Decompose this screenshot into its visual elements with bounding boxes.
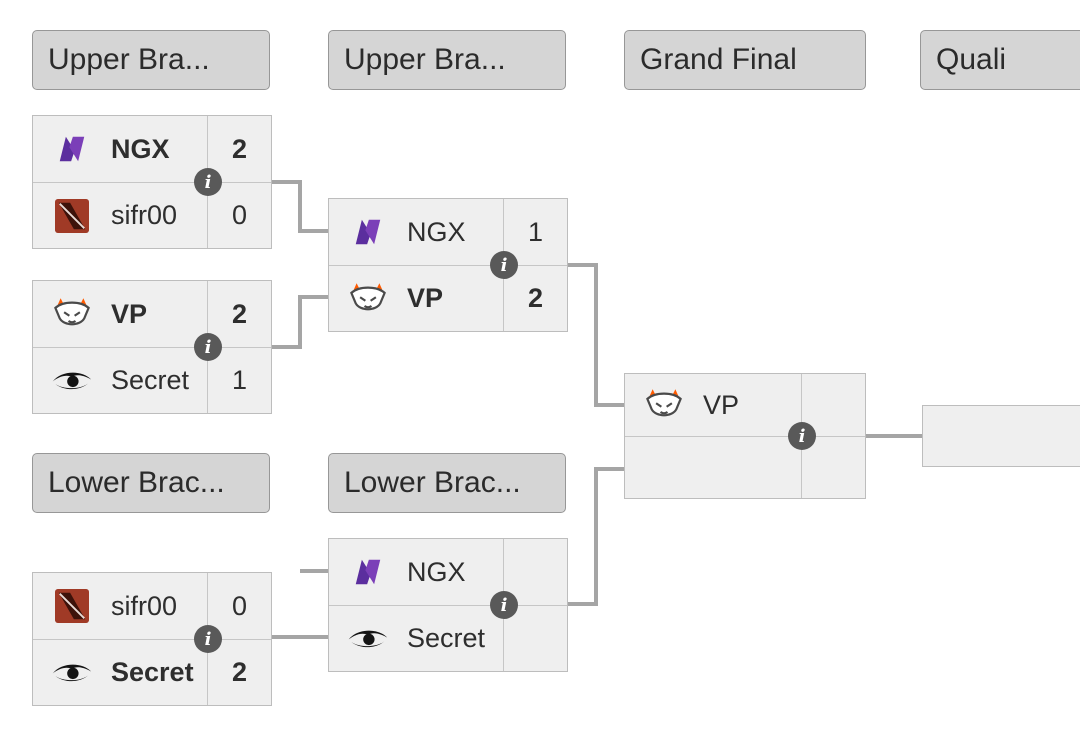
- team-score: [801, 437, 865, 498]
- team-row: [625, 436, 865, 498]
- team-name[interactable]: VP: [111, 298, 148, 329]
- bracket-connector: [594, 467, 598, 606]
- team-name[interactable]: sifr00: [111, 200, 178, 230]
- bracket-connector: [594, 467, 624, 471]
- bracket-connector: [298, 295, 328, 299]
- bracket-connector: [298, 229, 328, 233]
- vp-logo-icon[interactable]: [43, 281, 101, 347]
- team-name[interactable]: sifr00: [111, 590, 178, 621]
- round-header-grand-final: Grand Final: [624, 30, 866, 90]
- vp-logo-icon[interactable]: [635, 374, 693, 436]
- team-row: NGX 2: [33, 116, 271, 182]
- secret-logo-icon[interactable]: [43, 348, 101, 413]
- bracket-connector: [594, 263, 598, 407]
- bracket-connector: [298, 180, 302, 233]
- team-score: 0: [207, 183, 271, 248]
- team-row: VP 2: [33, 281, 271, 347]
- ngx-logo-icon[interactable]: [339, 539, 397, 605]
- bracket-connector: [568, 602, 598, 606]
- team-row: Secret 2: [33, 639, 271, 705]
- team-score: [503, 606, 567, 671]
- team-score: 2: [207, 640, 271, 705]
- bracket-connector: [272, 180, 302, 184]
- team-name[interactable]: VP: [703, 389, 740, 420]
- secret-logo-icon[interactable]: [339, 606, 397, 671]
- team-row: VP: [625, 374, 865, 436]
- team-name[interactable]: NGX: [111, 133, 170, 164]
- match-grand-final: VP i: [624, 373, 866, 499]
- dota2-logo-icon[interactable]: [43, 183, 101, 248]
- match-upper-final: NGX 1 VP 2 i: [328, 198, 568, 332]
- ngx-logo-icon[interactable]: [339, 199, 397, 265]
- team-score: [503, 539, 567, 605]
- team-score: 2: [503, 266, 567, 331]
- match-info-button[interactable]: i: [194, 168, 222, 196]
- team-score: 1: [503, 199, 567, 265]
- team-score: 1: [207, 348, 271, 413]
- bracket-connector: [568, 263, 598, 267]
- bracket-connector: [594, 403, 624, 407]
- match-upper-semifinal-1: NGX 2 sifr00 0 i: [32, 115, 272, 249]
- ngx-logo-icon[interactable]: [43, 116, 101, 182]
- match-info-button[interactable]: i: [490, 251, 518, 279]
- match-lower-round-1: sifr00 0 Secret 2 i: [32, 572, 272, 706]
- team-row: Secret: [329, 605, 567, 671]
- bracket-connector: [300, 569, 328, 573]
- match-info-button[interactable]: i: [194, 625, 222, 653]
- team-score: [801, 374, 865, 436]
- match-info-button[interactable]: i: [194, 333, 222, 361]
- dota2-logo-icon[interactable]: [43, 573, 101, 639]
- round-header-upper-bracket-1: Upper Bra...: [32, 30, 270, 90]
- team-logo-placeholder: [635, 437, 693, 498]
- bracket-connector: [298, 295, 302, 349]
- bracket-connector: [272, 635, 328, 639]
- team-row: Secret 1: [33, 347, 271, 413]
- team-name[interactable]: Secret: [111, 657, 194, 687]
- bracket-connector: [272, 345, 302, 349]
- bracket-connector: [866, 434, 922, 438]
- team-name[interactable]: VP: [407, 283, 444, 313]
- team-row: VP 2: [329, 265, 567, 331]
- round-header-lower-bracket-2: Lower Brac...: [328, 453, 566, 513]
- team-row: NGX 1: [329, 199, 567, 265]
- team-name[interactable]: NGX: [407, 216, 466, 247]
- round-header-lower-bracket-1: Lower Brac...: [32, 453, 270, 513]
- team-row: sifr00 0: [33, 573, 271, 639]
- round-header-qualification: Quali: [920, 30, 1080, 90]
- match-info-button[interactable]: i: [490, 591, 518, 619]
- vp-logo-icon[interactable]: [339, 266, 397, 331]
- team-score: 0: [207, 573, 271, 639]
- team-name[interactable]: Secret: [111, 365, 190, 395]
- match-info-button[interactable]: i: [788, 422, 816, 450]
- secret-logo-icon[interactable]: [43, 640, 101, 705]
- match-lower-final: NGX Secret i: [328, 538, 568, 672]
- team-score: 2: [207, 116, 271, 182]
- team-name[interactable]: Secret: [407, 623, 486, 653]
- match-upper-semifinal-2: VP 2 Secret 1 i: [32, 280, 272, 414]
- round-header-upper-bracket-2: Upper Bra...: [328, 30, 566, 90]
- team-row: sifr00 0: [33, 182, 271, 248]
- team-score: 2: [207, 281, 271, 347]
- team-name[interactable]: NGX: [407, 556, 466, 587]
- qualified-slot: [922, 405, 1080, 467]
- team-row: NGX: [329, 539, 567, 605]
